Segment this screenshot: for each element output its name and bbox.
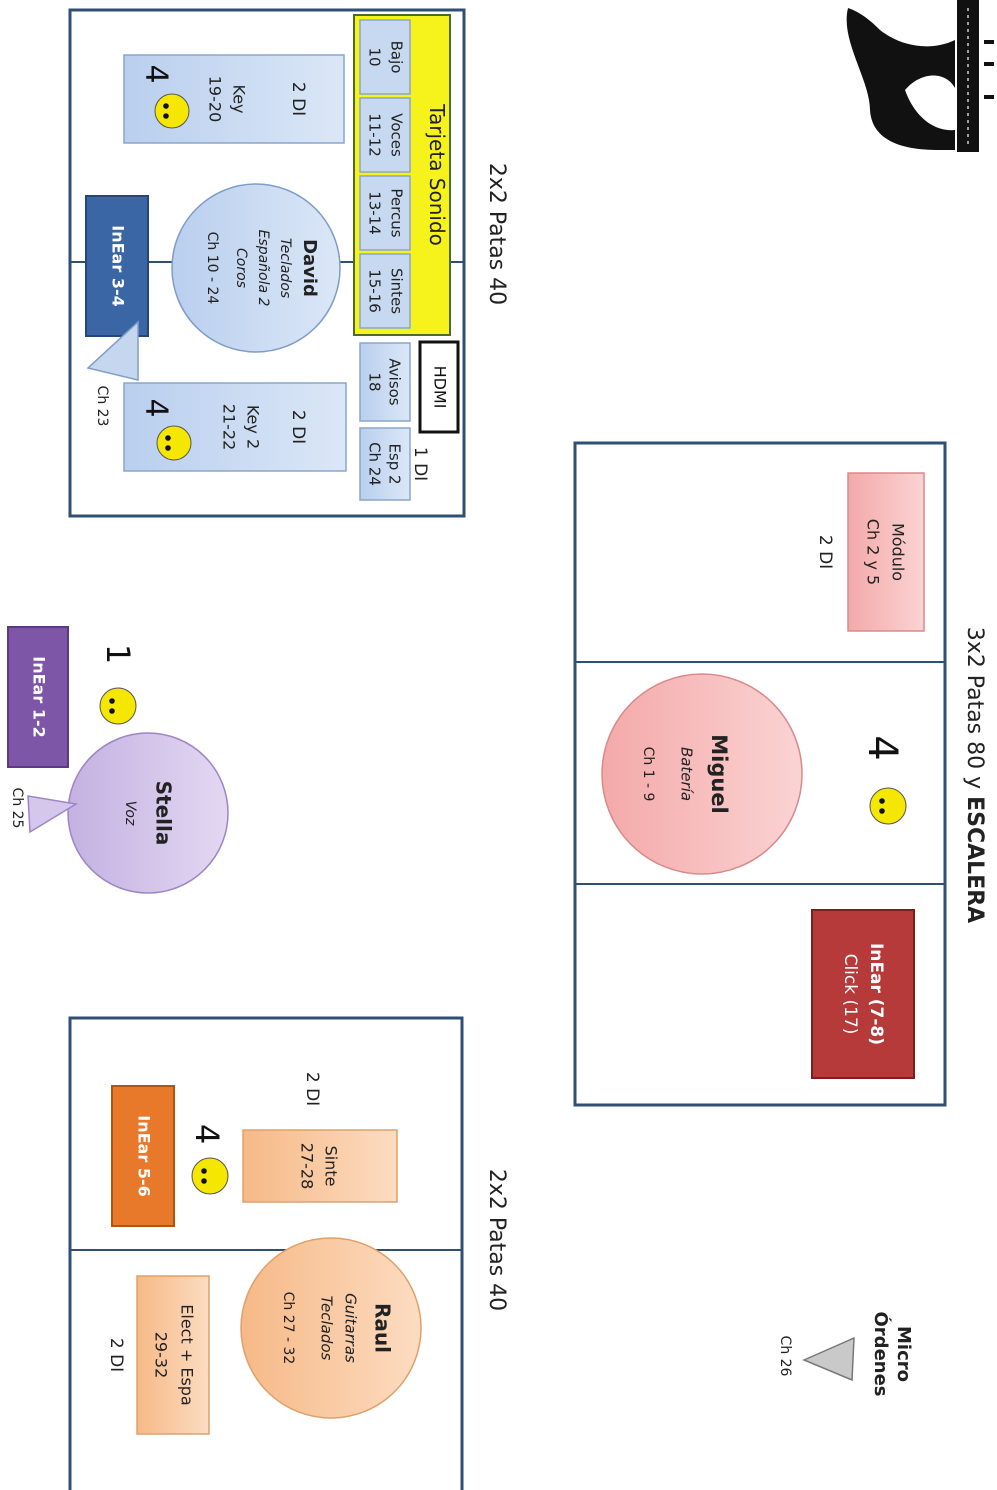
micro-ordenes-ch: Ch 26 — [777, 1336, 793, 1377]
riser-drums: 3x2 Patas 80 y ESCALERA — [573, 441, 987, 1107]
key1-ch: 19-20 — [206, 76, 225, 123]
esp2-di: 1 DI — [410, 447, 430, 481]
smiley-icon — [156, 425, 192, 461]
modulo-box: Módulo Ch 2 y 5 2 DI — [815, 472, 925, 632]
mic-icon — [27, 795, 79, 834]
sinte-di: 2 DI — [302, 1072, 322, 1106]
inear-raul: InEar 5-6 — [111, 1085, 175, 1227]
sinte-ch: 27-28 — [298, 1143, 317, 1190]
elect-name: Elect + Espa — [178, 1304, 197, 1405]
avisos-ch: 18 — [366, 372, 384, 391]
mic-david-ch: Ch 23 — [94, 386, 110, 427]
soundcard-input-ch: 13-14 — [366, 191, 384, 235]
key2-count: 4 — [139, 398, 174, 417]
key1-name: Key — [230, 84, 249, 113]
smiley-icon — [154, 93, 190, 129]
key2-di: 2 DI — [288, 410, 308, 444]
david-name: David — [299, 239, 320, 297]
key1-di: 2 DI — [288, 82, 308, 116]
soundcard-input-ch: 15-16 — [366, 269, 384, 313]
stella-inear: InEar 1-2 — [30, 656, 49, 737]
raul-name: Raul — [371, 1303, 395, 1353]
soundcard-input-ch: 11-12 — [366, 113, 384, 157]
raul-role-1: Guitarras — [342, 1293, 360, 1363]
smiley-icon — [99, 687, 137, 725]
key2-box: 2 DI Key 2 21-22 4 — [123, 382, 347, 472]
musician-david: David Teclados Española 2 Coros Ch 10 - … — [171, 183, 341, 353]
key1-count: 4 — [139, 64, 174, 83]
inear-click: InEar (7-8) Click (17) — [811, 909, 915, 1079]
smiley-icon — [191, 1157, 229, 1195]
modulo-name: Módulo — [889, 523, 908, 581]
key1-box: 2 DI Key 19-20 4 — [123, 54, 345, 144]
sinte-box: Sinte 27-28 2 DI — [242, 1072, 398, 1203]
stella-name: Stella — [152, 781, 176, 846]
soundcard-input-name: Percus — [388, 188, 406, 237]
raul-count: 4 — [188, 1124, 226, 1144]
avisos-box: Avisos 18 — [359, 342, 411, 422]
musician-raul: Raul Guitarras Teclados Ch 27 - 32 — [240, 1237, 422, 1419]
logo — [846, 0, 997, 152]
elect-di: 2 DI — [106, 1338, 126, 1372]
inear-click-line2: Click (17) — [840, 954, 860, 1035]
key2-ch: 21-22 — [220, 404, 239, 451]
musician-stella: 1 InEar 1-2 Stella Voz Ch 25 — [7, 626, 229, 894]
miguel-role: Batería — [678, 747, 696, 801]
stella-count: 1 — [99, 644, 137, 664]
mic-icon — [802, 1336, 855, 1382]
riser-bottom: 2x2 Patas 40 — [68, 1016, 509, 1490]
miguel-name: Miguel — [707, 734, 731, 814]
inear-raul-label: InEar 5-6 — [135, 1115, 154, 1196]
inear-david-label: InEar 3-4 — [109, 225, 128, 306]
raul-ch: Ch 27 - 32 — [280, 1292, 296, 1365]
esp2-box: Esp 2 Ch 24 1 DI — [359, 427, 430, 501]
david-role-2: Española 2 — [255, 230, 271, 307]
elect-box: Elect + Espa 29-32 2 DI — [106, 1275, 210, 1435]
soundcard: Tarjeta Sonido Bajo10Voces11-12Percus13-… — [353, 14, 451, 336]
soundcard-title: Tarjeta Sonido — [425, 103, 449, 246]
david-role-1: Teclados — [277, 238, 293, 298]
riser-top-left-title: 2x2 Patas 40 — [484, 163, 509, 305]
esp2-ch: Ch 24 — [366, 442, 384, 486]
esp2-name: Esp 2 — [386, 443, 404, 484]
micro-ordenes: Micro Órdenes Ch 26 — [777, 1311, 914, 1396]
david-ch: Ch 10 - 24 — [204, 232, 220, 305]
hdmi-label: HDMI — [431, 366, 450, 409]
miguel-count: 4 — [859, 735, 905, 760]
micro-ordenes-line2: Órdenes — [870, 1311, 892, 1396]
sinte-name: Sinte — [322, 1146, 341, 1187]
musician-miguel: Miguel Batería Ch 1 - 9 — [601, 673, 803, 875]
mic-icon: Ch 23 — [86, 320, 139, 427]
david-role-3: Coros — [233, 248, 249, 288]
avisos-name: Avisos — [386, 358, 404, 405]
modulo-di: 2 DI — [815, 535, 835, 569]
elect-ch: 29-32 — [152, 1332, 171, 1379]
riser-drums-title: 3x2 Patas 80 y ESCALERA — [962, 627, 987, 923]
stella-mic-ch: Ch 25 — [9, 788, 25, 829]
soundcard-input-name: Voces — [388, 113, 406, 157]
inear-david: InEar 3-4 — [85, 195, 149, 337]
raul-role-2: Teclados — [318, 1296, 336, 1361]
inear-click-line1: InEar (7-8) — [866, 943, 886, 1045]
soundcard-input-ch: 10 — [366, 47, 384, 66]
micro-ordenes-line1: Micro — [893, 1326, 914, 1382]
smiley-icon — [869, 787, 907, 825]
miguel-ch: Ch 1 - 9 — [640, 747, 656, 802]
soundcard-input-name: Bajo — [388, 41, 406, 74]
modulo-ch: Ch 2 y 5 — [864, 519, 883, 585]
stella-role: Voz — [122, 801, 138, 826]
hdmi-box: HDMI — [418, 340, 460, 434]
soundcard-input-name: Sintes — [388, 268, 406, 314]
riser-bottom-title: 2x2 Patas 40 — [484, 1169, 509, 1311]
key2-name: Key 2 — [244, 405, 263, 449]
